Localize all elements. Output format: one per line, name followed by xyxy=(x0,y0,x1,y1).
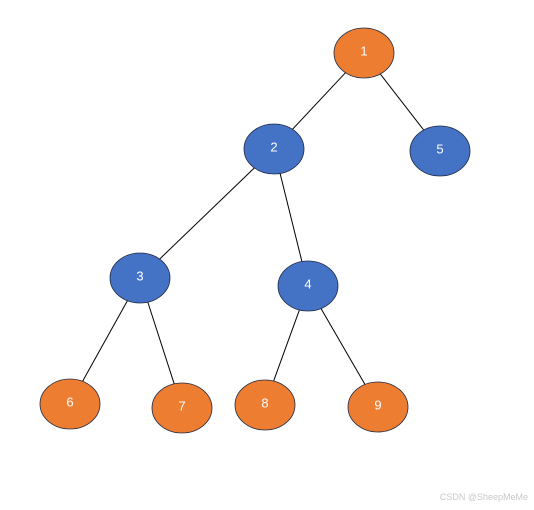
edge-1-2 xyxy=(292,72,346,130)
node-5-label: 5 xyxy=(436,142,443,157)
node-9-shape xyxy=(347,381,409,433)
node-5-shape xyxy=(409,125,471,177)
node-1: 1 xyxy=(333,27,395,79)
node-9-label: 9 xyxy=(374,398,381,413)
edge-4-9 xyxy=(320,308,366,385)
node-8-label: 8 xyxy=(261,396,268,411)
node-1-label: 1 xyxy=(360,44,367,59)
node-4: 4 xyxy=(277,260,339,312)
node-2-shape xyxy=(243,123,305,175)
edge-3-6 xyxy=(82,300,128,382)
node-8: 8 xyxy=(234,379,296,431)
node-2-label: 2 xyxy=(270,140,277,155)
tree-nodes: 1 2 5 3 4 6 7 8 9 xyxy=(39,27,471,434)
tree-edges xyxy=(82,72,425,385)
node-7: 7 xyxy=(151,382,213,434)
edge-2-4 xyxy=(279,173,303,262)
node-6-shape xyxy=(39,378,101,430)
node-8-shape xyxy=(234,379,296,431)
node-2: 2 xyxy=(243,123,305,175)
node-3: 3 xyxy=(109,252,171,304)
node-4-label: 4 xyxy=(304,277,311,292)
node-6-label: 6 xyxy=(66,395,73,410)
edge-1-5 xyxy=(379,73,425,131)
node-4-shape xyxy=(277,260,339,312)
node-7-label: 7 xyxy=(178,399,185,414)
node-5: 5 xyxy=(409,125,471,177)
node-9: 9 xyxy=(347,381,409,433)
watermark: CSDN @SheepMeMe xyxy=(439,492,528,502)
node-6: 6 xyxy=(39,378,101,430)
node-7-shape xyxy=(151,382,213,434)
node-1-shape xyxy=(333,27,395,79)
node-3-label: 3 xyxy=(136,269,143,284)
node-3-shape xyxy=(109,252,171,304)
edge-4-8 xyxy=(273,309,300,382)
edge-3-7 xyxy=(147,301,175,385)
edge-2-3 xyxy=(159,167,255,260)
